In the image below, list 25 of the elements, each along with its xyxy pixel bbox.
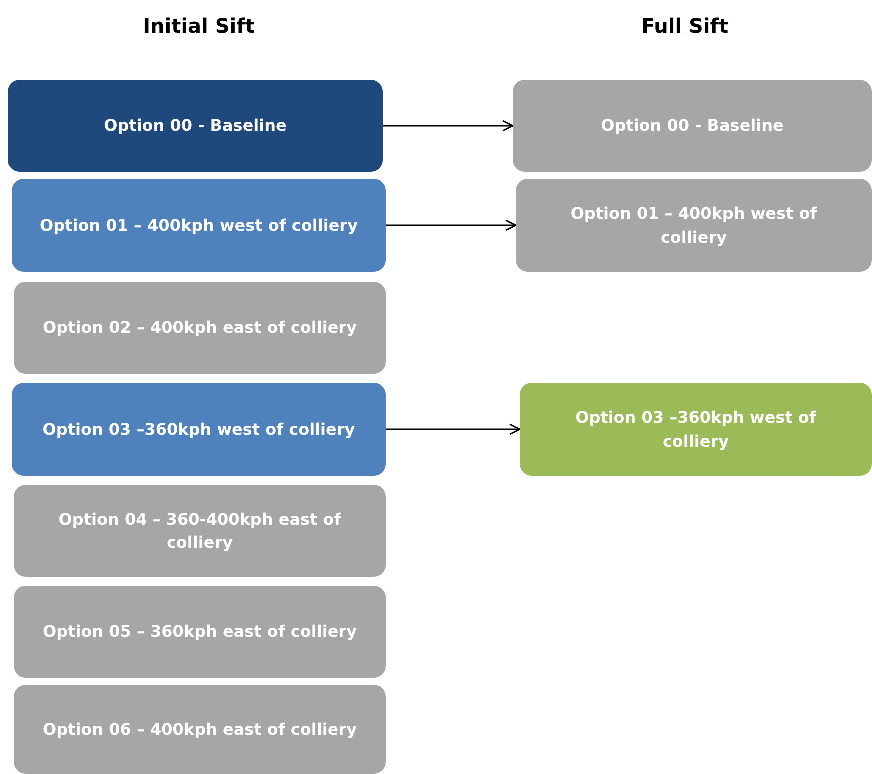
- option-box: [14, 586, 386, 678]
- option-label: Option 03 –360kph west of colliery: [42, 418, 356, 441]
- option-box: [14, 685, 386, 774]
- column-heading: Initial Sift: [143, 14, 255, 38]
- option-label: Option 01 – 400kph west of colliery: [40, 214, 358, 237]
- option-label: Option 01 – 400kph west of colliery: [570, 203, 818, 248]
- option-label: Option 00 - Baseline: [104, 115, 287, 138]
- column-heading: Full Sift: [641, 14, 729, 38]
- option-label: Option 05 – 360kph east of colliery: [42, 621, 357, 644]
- option-label: Option 06 – 400kph east of colliery: [42, 718, 357, 741]
- arrow: [386, 220, 517, 232]
- arrow: [383, 120, 514, 132]
- option-box: [520, 383, 872, 476]
- option-box: [12, 383, 386, 476]
- arrow: [386, 424, 521, 436]
- option-box: [8, 80, 383, 172]
- option-box: [14, 282, 386, 374]
- option-box: [516, 179, 872, 272]
- option-label: Option 04 – 360-400kph east of colliery: [58, 508, 342, 554]
- option-box: [12, 179, 386, 272]
- option-box: [14, 485, 386, 577]
- option-label: Option 02 – 400kph east of colliery: [42, 317, 357, 340]
- option-box: [513, 80, 872, 172]
- option-label: Option 00 - Baseline: [601, 115, 784, 138]
- option-label: Option 03 –360kph west of colliery: [574, 407, 818, 452]
